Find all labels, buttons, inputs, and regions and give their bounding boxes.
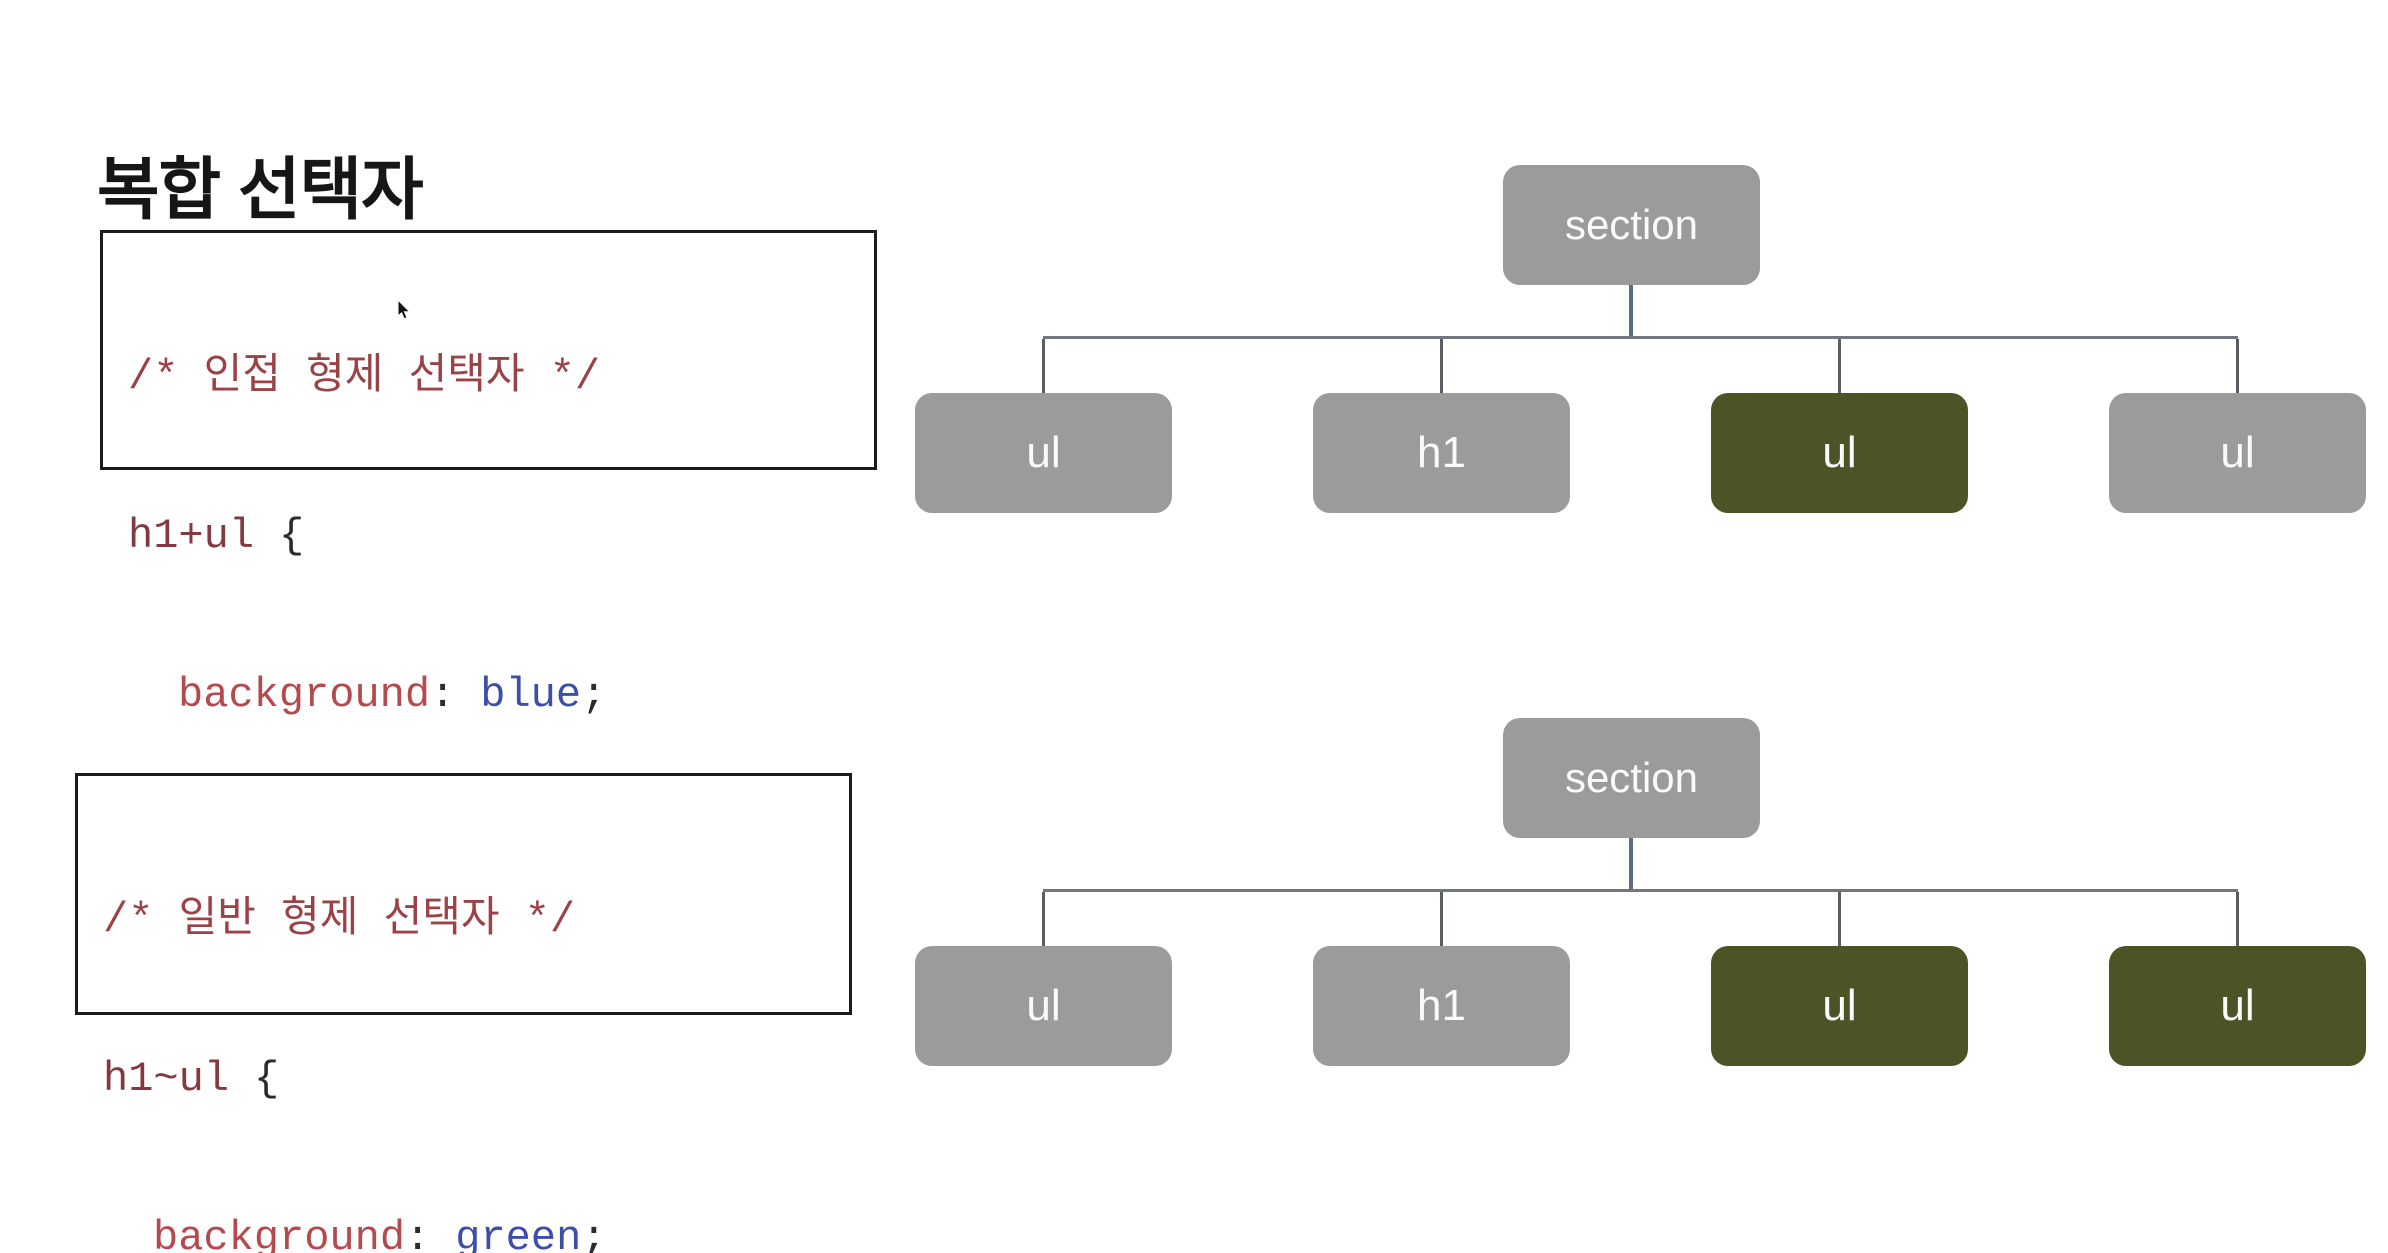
dom-tree-diagram-general: section ul h1 ul ul xyxy=(0,718,2388,1068)
tree-child-node-ul-2: ul xyxy=(1711,393,1968,513)
tree-child-node-ul-3: ul xyxy=(2109,393,2366,513)
code-comment-line: /* 일반 형제 선택자 */ xyxy=(103,894,849,947)
code-selector: h1+ul xyxy=(128,512,255,560)
tree-root-node-section: section xyxy=(1503,718,1760,838)
css-value: blue xyxy=(480,671,582,719)
open-brace: { xyxy=(279,512,305,560)
tree-rail-line xyxy=(1043,889,2238,892)
tree-trunk-line xyxy=(1629,838,1633,890)
colon: : xyxy=(405,1214,431,1253)
open-brace: { xyxy=(254,1055,280,1103)
tree-root-node-section: section xyxy=(1503,165,1760,285)
code-comment: /* 일반 형제 선택자 */ xyxy=(103,896,576,944)
tree-child-node-h1: h1 xyxy=(1313,393,1570,513)
semicolon: ; xyxy=(581,671,607,719)
tree-trunk-line xyxy=(1629,285,1633,337)
code-declaration-line: background: green; xyxy=(103,1212,849,1253)
code-selector-line: h1~ul { xyxy=(103,1053,849,1106)
colon: : xyxy=(430,671,456,719)
tree-child-node-ul-2: ul xyxy=(1711,946,1968,1066)
css-property: background xyxy=(153,1214,406,1253)
code-declaration-line: background: blue; xyxy=(128,669,874,722)
tree-branch-line xyxy=(1440,892,1443,946)
css-property: background xyxy=(178,671,431,719)
mouse-cursor-icon xyxy=(397,300,411,320)
tree-branch-line xyxy=(1042,892,1045,946)
code-block-general-sibling: /* 일반 형제 선택자 */ h1~ul { background: green;… xyxy=(75,773,852,1253)
tree-branch-line xyxy=(1440,339,1443,393)
tree-child-node-ul-1: ul xyxy=(915,946,1172,1066)
tree-branch-line xyxy=(2236,339,2239,393)
tree-rail-line xyxy=(1043,336,2238,339)
css-value: green xyxy=(455,1214,582,1253)
dom-tree-diagram-adjacent: section ul h1 ul ul xyxy=(0,165,2388,515)
tree-branch-line xyxy=(2236,892,2239,946)
code-comment: /* 인접 형제 선택자 */ xyxy=(128,353,601,401)
code-selector: h1~ul xyxy=(103,1055,230,1103)
tree-child-node-ul-1: ul xyxy=(915,393,1172,513)
tree-branch-line xyxy=(1042,339,1045,393)
tree-child-node-h1: h1 xyxy=(1313,946,1570,1066)
tree-child-node-ul-3: ul xyxy=(2109,946,2366,1066)
code-block-adjacent-sibling: /* 인접 형제 선택자 */ h1+ul{ background:blue; … xyxy=(100,230,877,878)
page-title: 복합 선택자 xyxy=(97,151,424,228)
tree-branch-line xyxy=(1838,892,1841,946)
semicolon: ; xyxy=(581,1214,607,1253)
code-comment-line: /* 인접 형제 선택자 */ xyxy=(128,351,874,404)
code-selector-line: h1+ul { xyxy=(128,510,874,563)
tree-branch-line xyxy=(1838,339,1841,393)
